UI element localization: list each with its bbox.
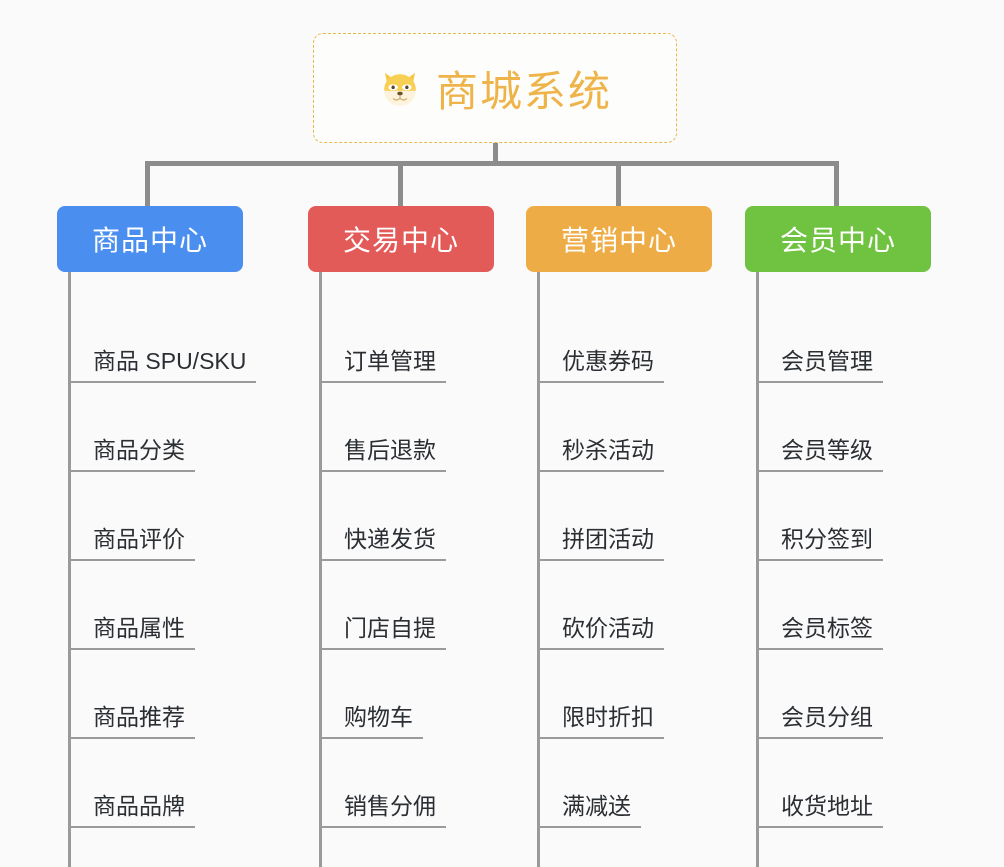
leaf-item[interactable]: 秒杀活动 — [540, 383, 712, 472]
connector-drop-member-center — [834, 161, 839, 206]
leaf-item[interactable]: 商品分类 — [71, 383, 243, 472]
connector-root-stub — [493, 143, 498, 164]
leaf-item[interactable]: 积分签到 — [759, 472, 931, 561]
branch-trade-center: 交易中心 订单管理 售后退款 快递发货 门店自提 购物车 销售分佣 — [308, 206, 494, 867]
leaf-item[interactable]: 商品推荐 — [71, 650, 243, 739]
mindmap-canvas: 商城系统 商品中心 商品 SPU/SKU 商品分类 商品评价 商品属性 商品推荐… — [57, 33, 931, 867]
leaf-list-product-center: 商品 SPU/SKU 商品分类 商品评价 商品属性 商品推荐 商品品牌 — [57, 272, 257, 867]
leaf-list-trade-center: 订单管理 售后退款 快递发货 门店自提 购物车 销售分佣 — [308, 272, 494, 867]
leaf-item[interactable]: 拼团活动 — [540, 472, 712, 561]
leaf-item[interactable]: 满减送 — [540, 739, 712, 828]
category-title: 营销中心 — [560, 225, 677, 256]
branch-spine — [319, 272, 322, 867]
category-header-trade-center[interactable]: 交易中心 — [308, 206, 494, 272]
leaf-item[interactable]: 会员标签 — [759, 561, 931, 650]
leaf-list-member-center: 会员管理 会员等级 积分签到 会员标签 会员分组 收货地址 — [745, 272, 931, 867]
leaf-label: 收货地址 — [759, 793, 883, 828]
leaf-list-marketing-center: 优惠券码 秒杀活动 拼团活动 砍价活动 限时折扣 满减送 — [526, 272, 712, 867]
leaf-item[interactable]: 会员分组 — [759, 650, 931, 739]
leaf-label: 商品评价 — [71, 526, 195, 561]
leaf-label: 购物车 — [322, 704, 423, 739]
branch-product-center: 商品中心 商品 SPU/SKU 商品分类 商品评价 商品属性 商品推荐 商品品牌 — [57, 206, 257, 867]
leaf-label: 优惠券码 — [540, 348, 664, 383]
branch-spine — [68, 272, 71, 867]
branch-spine — [756, 272, 759, 867]
connector-drop-marketing-center — [616, 161, 621, 206]
leaf-item[interactable]: 商品品牌 — [71, 739, 243, 828]
leaf-label: 快递发货 — [322, 526, 446, 561]
leaf-item[interactable]: 收货地址 — [759, 739, 931, 828]
leaf-label: 门店自提 — [322, 615, 446, 650]
leaf-label: 会员管理 — [759, 348, 883, 383]
leaf-label: 订单管理 — [322, 348, 446, 383]
leaf-item[interactable]: 砍价活动 — [540, 561, 712, 650]
leaf-label: 积分签到 — [759, 526, 883, 561]
leaf-label: 商品属性 — [71, 615, 195, 650]
leaf-label: 砍价活动 — [540, 615, 664, 650]
leaf-item[interactable]: 订单管理 — [322, 294, 494, 383]
connector-drop-trade-center — [398, 161, 403, 206]
leaf-label: 满减送 — [540, 793, 641, 828]
category-title: 商品中心 — [91, 225, 208, 256]
leaf-item[interactable]: 限时折扣 — [540, 650, 712, 739]
leaf-item[interactable]: 销售分佣 — [322, 739, 494, 828]
leaf-item[interactable]: 会员等级 — [759, 383, 931, 472]
connector-horizontal-bus — [145, 161, 839, 166]
leaf-item[interactable]: 售后退款 — [322, 383, 494, 472]
leaf-label: 拼团活动 — [540, 526, 664, 561]
category-header-member-center[interactable]: 会员中心 — [745, 206, 931, 272]
leaf-item[interactable]: 门店自提 — [322, 561, 494, 650]
branch-member-center: 会员中心 会员管理 会员等级 积分签到 会员标签 会员分组 收货地址 — [745, 206, 931, 867]
category-title: 会员中心 — [779, 225, 896, 256]
leaf-label: 售后退款 — [322, 437, 446, 472]
leaf-item[interactable]: 商品评价 — [71, 472, 243, 561]
leaf-label: 商品分类 — [71, 437, 195, 472]
category-title: 交易中心 — [342, 225, 459, 256]
leaf-label: 商品推荐 — [71, 704, 195, 739]
leaf-item[interactable]: 购物车 — [322, 650, 494, 739]
leaf-label: 会员等级 — [759, 437, 883, 472]
leaf-item[interactable]: 会员管理 — [759, 294, 931, 383]
branch-marketing-center: 营销中心 优惠券码 秒杀活动 拼团活动 砍价活动 限时折扣 满减送 — [526, 206, 712, 867]
leaf-label: 商品品牌 — [71, 793, 195, 828]
branch-spine — [537, 272, 540, 867]
leaf-label: 限时折扣 — [540, 704, 664, 739]
leaf-item[interactable]: 快递发货 — [322, 472, 494, 561]
leaf-label: 秒杀活动 — [540, 437, 664, 472]
root-node[interactable]: 商城系统 — [313, 33, 677, 143]
leaf-label: 会员分组 — [759, 704, 883, 739]
leaf-item[interactable]: 商品 SPU/SKU — [71, 294, 257, 383]
category-header-product-center[interactable]: 商品中心 — [57, 206, 243, 272]
root-title: 商城系统 — [435, 67, 612, 115]
category-header-marketing-center[interactable]: 营销中心 — [526, 206, 712, 272]
connector-drop-product-center — [145, 161, 150, 206]
leaf-label: 商品 SPU/SKU — [71, 348, 257, 383]
leaf-item[interactable]: 优惠券码 — [540, 294, 712, 383]
leaf-item[interactable]: 商品属性 — [71, 561, 243, 650]
leaf-label: 会员标签 — [759, 615, 883, 650]
leaf-label: 销售分佣 — [322, 793, 446, 828]
shiba-dog-icon — [378, 66, 422, 110]
